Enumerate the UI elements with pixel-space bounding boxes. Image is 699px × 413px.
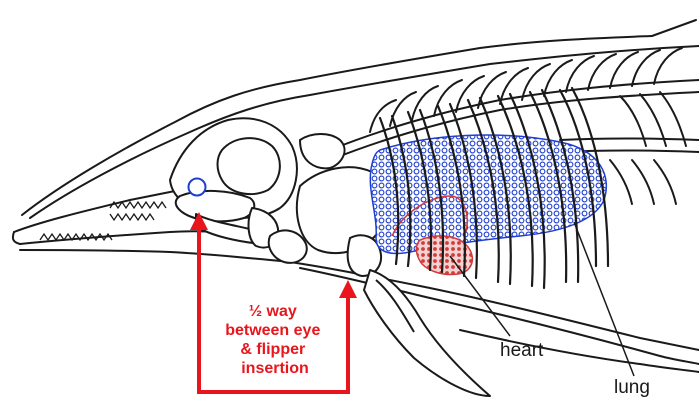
callout-line-2: between eye: [225, 322, 320, 339]
callout-label: ½ way between eye & flipper insertion: [225, 303, 325, 377]
callout-line-4: insertion: [241, 360, 309, 377]
posterior-processes: [610, 92, 686, 204]
lung-region: [370, 135, 606, 253]
heart-label: heart: [500, 340, 544, 361]
eye-marker: [189, 179, 206, 196]
arrow-to-flipper-icon: [339, 280, 357, 298]
callout-line-1: ½ way: [249, 303, 297, 320]
callout-line-3: & flipper: [240, 341, 305, 358]
lung-label: lung: [614, 377, 650, 398]
